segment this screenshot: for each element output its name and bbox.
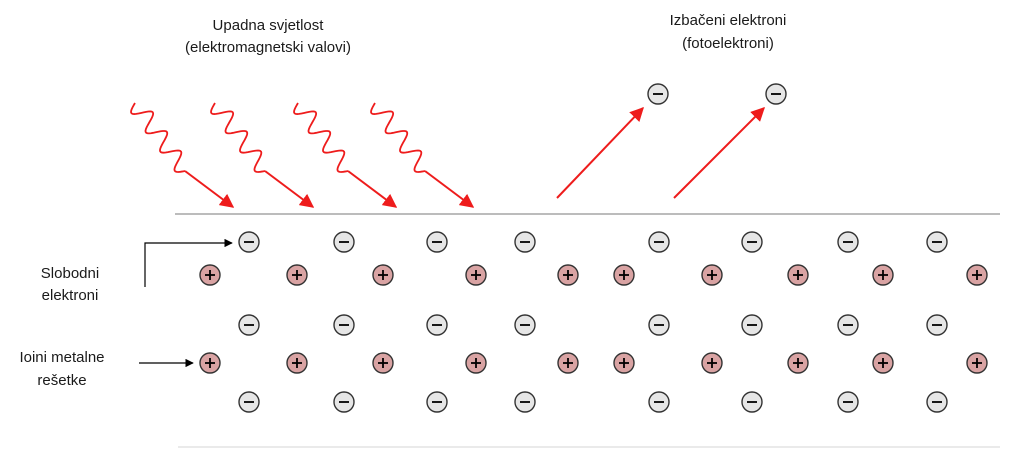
electron: [741, 314, 763, 336]
metal-ion: [465, 264, 487, 286]
electron: [647, 83, 669, 105]
electron: [648, 231, 670, 253]
electron: [648, 314, 670, 336]
metal-ion: [613, 352, 635, 374]
metal-ion: [286, 264, 308, 286]
free-electrons-label-line2: elektroni: [42, 287, 99, 304]
electron: [426, 391, 448, 413]
metal-ion: [199, 352, 221, 374]
free-electrons-label-line1: Slobodni: [41, 265, 99, 282]
electron: [426, 314, 448, 336]
metal-ion: [557, 352, 579, 374]
metal-ion: [701, 352, 723, 374]
electron: [333, 231, 355, 253]
electron: [514, 391, 536, 413]
incident-light-label-line1: Upadna svjetlost: [213, 17, 325, 34]
metal-ion: [787, 352, 809, 374]
electron: [837, 391, 859, 413]
metal-ion: [557, 264, 579, 286]
electron: [837, 314, 859, 336]
metal-ion: [966, 352, 988, 374]
electron: [333, 314, 355, 336]
electron: [514, 314, 536, 336]
metal-ion: [465, 352, 487, 374]
metal-ion: [872, 352, 894, 374]
electron: [238, 391, 260, 413]
electron: [426, 231, 448, 253]
ejection-arrow: [673, 107, 765, 199]
ejected-electrons-label-line1: Izbačeni elektroni: [670, 12, 787, 29]
electron: [514, 231, 536, 253]
electron: [238, 231, 260, 253]
light-wave-arrow: [347, 170, 398, 208]
light-wave-arrow: [424, 170, 475, 208]
metal-ion: [372, 352, 394, 374]
light-wave: [370, 102, 426, 173]
metal-ion: [787, 264, 809, 286]
electron: [648, 391, 670, 413]
metal-ion: [872, 264, 894, 286]
light-wave: [130, 102, 186, 173]
metal-ion: [613, 264, 635, 286]
electron: [926, 391, 948, 413]
electron: [837, 231, 859, 253]
electron: [741, 391, 763, 413]
light-wave: [293, 102, 349, 173]
free-electrons-pointer-arrow: [144, 238, 233, 287]
metal-ion: [286, 352, 308, 374]
lattice-ions-label-line1: Ioini metalne: [19, 349, 104, 366]
light-wave-arrow: [264, 170, 315, 208]
ejected-electrons-label-line2: (fotoelektroni): [682, 35, 774, 52]
ejection-arrow: [556, 106, 644, 199]
electron: [333, 391, 355, 413]
metal-ion: [966, 264, 988, 286]
electron: [765, 83, 787, 105]
metal-ion: [701, 264, 723, 286]
electron: [238, 314, 260, 336]
light-wave: [210, 102, 266, 173]
light-wave-arrow: [184, 170, 235, 208]
lattice-ions-label-line2: rešetke: [37, 372, 86, 389]
electron: [741, 231, 763, 253]
electron: [926, 231, 948, 253]
metal-ion: [372, 264, 394, 286]
metal-ion: [199, 264, 221, 286]
electron: [926, 314, 948, 336]
incident-light-label-line2: (elektromagnetski valovi): [185, 39, 351, 56]
